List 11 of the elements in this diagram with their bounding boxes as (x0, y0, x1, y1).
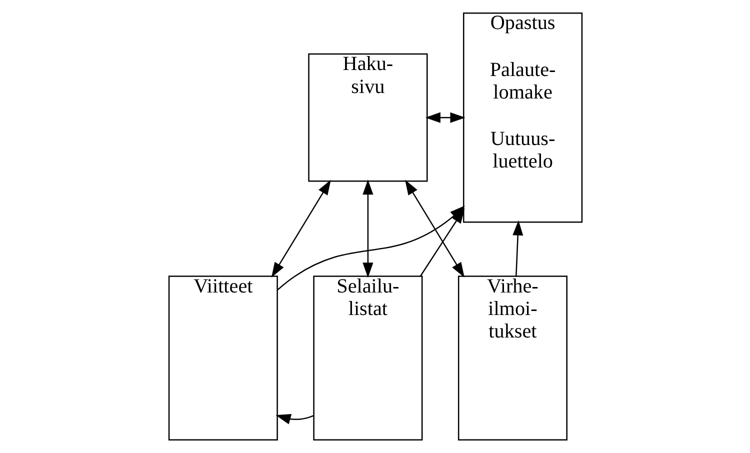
node-box: Opastus Palaute- lomake Uutuus- luettelo (462, 12, 582, 223)
arrow (420, 208, 464, 276)
arrow (424, 112, 465, 123)
arrow (270, 180, 330, 278)
arrow (512, 220, 523, 276)
node-box: Virhe- ilmoi- tukset (457, 276, 567, 441)
node-box: Viitteet (168, 276, 278, 441)
node-box: Selailu- listat (312, 276, 422, 441)
arrow (362, 179, 373, 278)
arrow (275, 414, 314, 424)
node-box: Haku- sivu (308, 53, 428, 182)
